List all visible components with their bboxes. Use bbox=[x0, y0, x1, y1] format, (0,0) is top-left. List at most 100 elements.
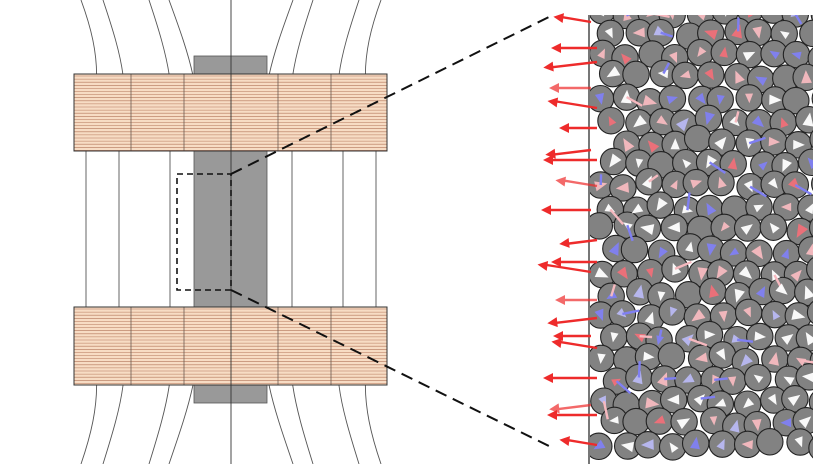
orientation-streak bbox=[622, 309, 640, 316]
orientation-marker bbox=[608, 242, 619, 256]
orientation-marker bbox=[751, 115, 765, 128]
orientation-marker bbox=[666, 394, 680, 405]
arrow-head bbox=[545, 148, 556, 159]
orientation-marker bbox=[594, 308, 604, 321]
orientation-marker bbox=[616, 307, 627, 318]
orientation-marker bbox=[783, 376, 795, 386]
orientation-streak bbox=[700, 395, 716, 400]
orientation-marker bbox=[632, 27, 645, 38]
arrow-head bbox=[543, 373, 553, 383]
orientation-marker bbox=[729, 419, 740, 433]
orientation-marker bbox=[782, 158, 792, 173]
orientation-marker bbox=[801, 70, 812, 84]
orientation-streak bbox=[650, 15, 670, 18]
orientation-marker bbox=[787, 394, 801, 406]
dashed-zoom-box bbox=[176, 173, 232, 291]
arrow-head bbox=[553, 331, 563, 341]
orientation-marker bbox=[715, 348, 726, 361]
orientation-marker bbox=[704, 29, 718, 40]
orientation-streak bbox=[822, 448, 827, 449]
particle bbox=[807, 47, 813, 70]
arrow-shaft bbox=[549, 60, 598, 69]
orientation-streak bbox=[823, 386, 827, 402]
flux-arrow bbox=[555, 295, 597, 305]
orientation-streak bbox=[660, 31, 674, 38]
particle bbox=[795, 106, 813, 134]
orientation-marker bbox=[743, 180, 753, 193]
arrow-head bbox=[559, 436, 570, 447]
orientation-marker bbox=[633, 114, 647, 128]
orientation-marker bbox=[615, 182, 630, 193]
orientation-streak bbox=[748, 136, 766, 145]
arrow-head bbox=[547, 410, 557, 420]
orientation-marker bbox=[769, 222, 780, 234]
orientation-marker bbox=[693, 393, 706, 406]
orientation-marker bbox=[755, 285, 766, 299]
orientation-marker bbox=[709, 416, 718, 426]
orientation-marker bbox=[676, 418, 691, 430]
arrow-shaft bbox=[553, 316, 598, 325]
magnetic-field-lines bbox=[80, 0, 382, 464]
orientation-marker bbox=[729, 247, 740, 256]
orientation-marker bbox=[604, 27, 613, 39]
flux-arrow bbox=[543, 373, 597, 383]
flux-arrow bbox=[547, 316, 598, 328]
orientation-marker bbox=[781, 333, 794, 345]
orientation-streak bbox=[639, 335, 653, 339]
arrow-shaft bbox=[551, 148, 592, 156]
field-line bbox=[148, 0, 173, 464]
orientation-marker bbox=[641, 175, 652, 189]
orientation-marker bbox=[695, 92, 706, 105]
orientation-marker bbox=[742, 51, 756, 62]
orientation-marker bbox=[593, 439, 606, 450]
orientation-streak bbox=[823, 350, 825, 360]
arrow-shaft bbox=[565, 438, 598, 447]
lower-connector-line bbox=[230, 289, 554, 449]
orientation-streak bbox=[657, 329, 663, 341]
orientation-marker bbox=[807, 157, 813, 170]
orientation-marker bbox=[644, 311, 654, 325]
lower-electrode-plate bbox=[73, 306, 388, 386]
orientation-marker bbox=[819, 178, 827, 190]
orientation-marker bbox=[682, 159, 692, 169]
orientation-streak bbox=[688, 337, 708, 347]
flux-arrow bbox=[559, 123, 597, 133]
flux-arrow bbox=[547, 97, 598, 110]
arrow-head bbox=[559, 123, 569, 133]
orientation-marker bbox=[768, 136, 781, 147]
orientation-marker bbox=[775, 283, 788, 295]
arrow-head bbox=[547, 317, 558, 328]
orientation-marker bbox=[780, 202, 792, 212]
particle bbox=[792, 63, 813, 92]
particle bbox=[657, 342, 686, 370]
orientation-marker bbox=[780, 117, 789, 128]
orientation-marker bbox=[735, 70, 745, 84]
arrow-head bbox=[543, 61, 554, 72]
particle bbox=[806, 300, 813, 324]
orientation-marker bbox=[697, 46, 707, 58]
orientation-marker bbox=[728, 376, 737, 387]
particle bbox=[683, 124, 712, 153]
orientation-marker bbox=[767, 5, 779, 16]
orientation-marker bbox=[815, 52, 827, 65]
orientation-marker bbox=[695, 352, 708, 363]
arrow-head bbox=[555, 295, 565, 305]
flux-arrow bbox=[555, 176, 598, 188]
orientation-marker bbox=[642, 94, 658, 106]
orientation-marker bbox=[755, 76, 768, 86]
flux-arrow bbox=[553, 13, 592, 24]
orientation-marker bbox=[790, 15, 801, 18]
orientation-marker bbox=[794, 436, 803, 448]
orientation-marker bbox=[767, 393, 777, 405]
orientation-marker bbox=[814, 440, 827, 454]
orientation-marker bbox=[691, 309, 706, 322]
field-line bbox=[336, 0, 360, 464]
flux-arrow bbox=[549, 83, 591, 93]
particle bbox=[799, 19, 813, 48]
arrow-head bbox=[543, 155, 553, 165]
orientation-marker bbox=[635, 158, 644, 169]
field-line bbox=[263, 0, 294, 464]
orientation-marker bbox=[816, 221, 827, 236]
orientation-streak bbox=[749, 185, 767, 198]
